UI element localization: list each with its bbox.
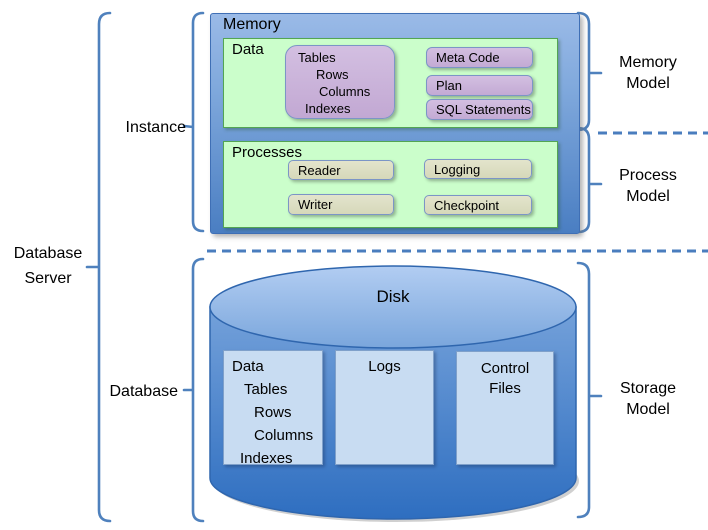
stack-line-rows: Rows: [316, 67, 349, 82]
stack-line-tables: Tables: [298, 50, 336, 65]
database-bracket: [182, 257, 205, 523]
memory-model-label-line1: Memory: [619, 54, 677, 71]
logging-chip: Logging: [424, 159, 532, 179]
memory-model-bracket: [576, 11, 603, 132]
instance-label: Instance: [125, 119, 186, 136]
stack-line-columns: Columns: [319, 84, 371, 99]
writer-chip: Writer: [288, 194, 394, 215]
sql-statements-chip: SQL Statements: [426, 99, 533, 120]
processes-group-box: Processes Reader Writer Logging Checkpoi…: [223, 141, 558, 228]
disk-data-line-data: Data: [232, 358, 264, 375]
disk-data-line-rows: Rows: [254, 404, 292, 421]
logs-label: Logs: [368, 358, 401, 375]
disk-label: Disk: [376, 287, 410, 306]
control-files-label-line2: Files: [489, 380, 521, 397]
disk-control-files-box: Control Files: [456, 351, 554, 465]
storage-model-label: Storage Model: [602, 378, 694, 420]
disk-data-line-columns: Columns: [254, 427, 314, 444]
data-group-box: Data Tables Rows Columns Indexes Meta Co…: [223, 38, 558, 128]
database-server-bracket: [85, 11, 112, 523]
meta-code-chip: Meta Code: [426, 47, 533, 68]
process-model-label-line2: Model: [626, 188, 670, 205]
checkpoint-chip: Checkpoint: [424, 195, 532, 215]
plan-chip: Plan: [426, 75, 533, 96]
process-model-label-line1: Process: [619, 167, 677, 184]
control-files-label-line1: Control: [480, 360, 530, 377]
memory-panel: Memory Data Tables Rows Columns Indexes …: [210, 13, 580, 234]
reader-chip: Reader: [288, 160, 394, 180]
disk-logs-box: Logs: [335, 350, 434, 465]
storage-model-bracket: [576, 261, 603, 519]
database-server-label-line2: Server: [24, 270, 72, 287]
storage-model-label-line1: Storage: [619, 380, 677, 397]
process-model-label: Process Model: [602, 165, 694, 207]
processes-group-title: Processes: [232, 144, 303, 161]
disk-data-line-tables: Tables: [244, 381, 288, 398]
memory-model-label-line2: Model: [626, 75, 670, 92]
process-model-bracket: [576, 126, 603, 234]
storage-model-label-line2: Model: [626, 401, 670, 418]
data-group-title: Data: [232, 41, 264, 58]
tables-stack-box: Tables Rows Columns Indexes: [285, 45, 395, 119]
stack-line-indexes: Indexes: [305, 101, 351, 116]
memory-model-label: Memory Model: [602, 52, 694, 94]
memory-panel-title: Memory: [223, 16, 281, 33]
disk-data-line-indexes: Indexes: [240, 450, 293, 467]
instance-bracket: [182, 11, 205, 233]
database-server-label: Database Server: [6, 241, 90, 291]
disk-data-files-box: Data Tables Rows Columns Indexes: [223, 350, 323, 467]
database-server-label-line1: Database: [13, 245, 83, 262]
disk-cylinder-top: [209, 265, 577, 349]
database-label: Database: [109, 383, 179, 400]
